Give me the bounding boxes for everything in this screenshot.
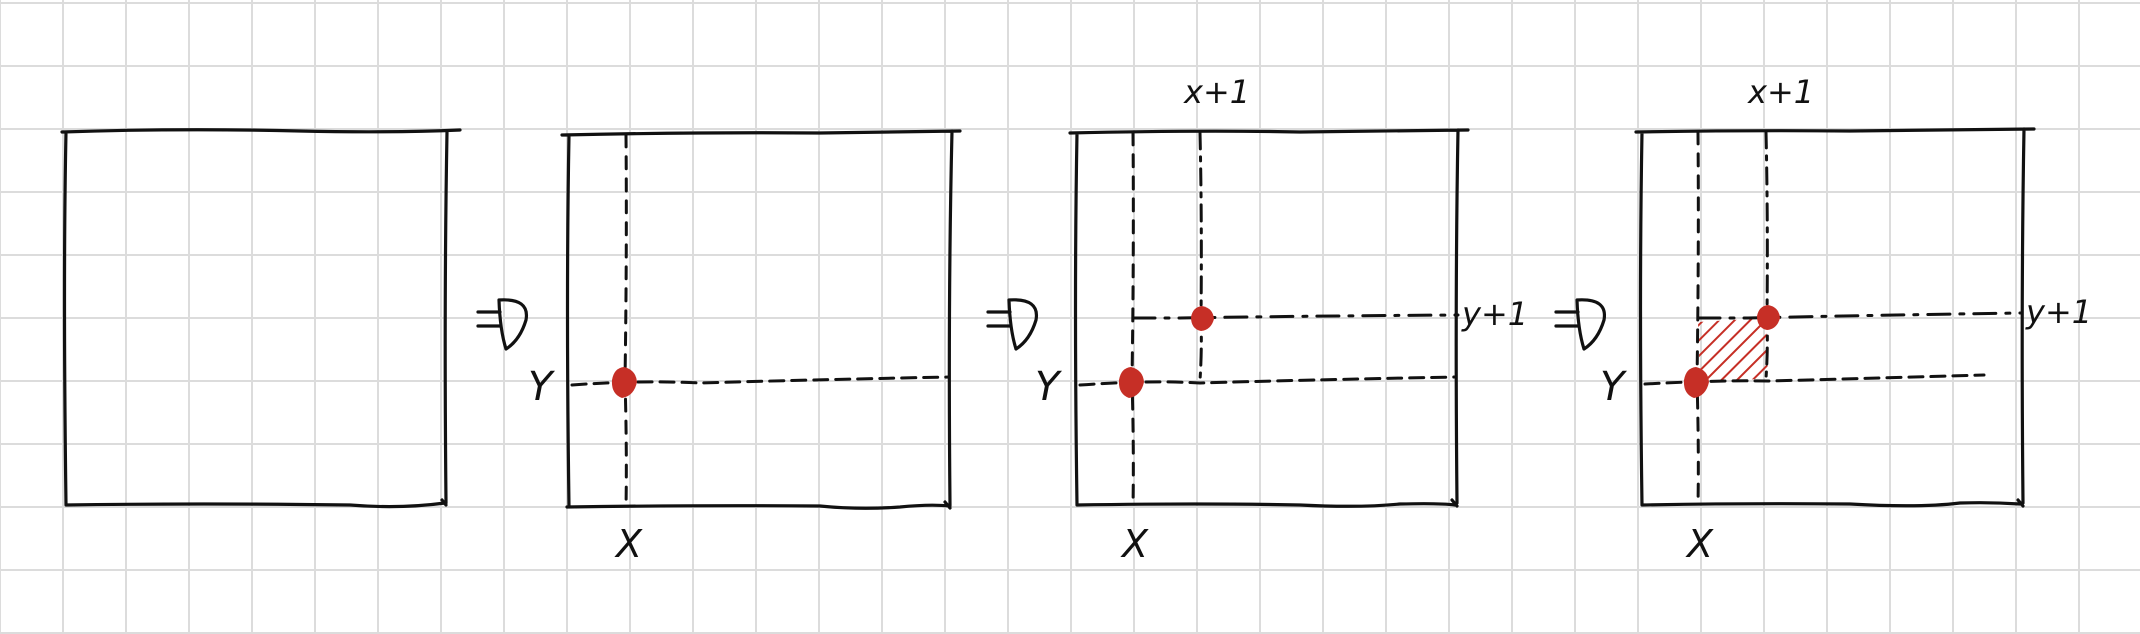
panel-3: X Y x+1 y+1 — [1035, 73, 1528, 566]
x-plus-one-label: x+1 — [1747, 73, 1814, 111]
frame — [1068, 128, 1470, 508]
panel-4: X Y x+1 y+1 — [1600, 73, 2092, 566]
x-plus-one-label: x+1 — [1183, 73, 1250, 111]
arrow-icon — [986, 298, 1039, 351]
y-label: Y — [528, 364, 556, 410]
point-marker — [1118, 367, 1144, 398]
point-marker — [611, 367, 637, 398]
next-point-marker — [1191, 306, 1214, 331]
x-plus-one-guide-line — [1764, 130, 1769, 380]
x-label: X — [1685, 522, 1714, 566]
x-plus-one-guide-line — [1198, 131, 1203, 382]
x-label: X — [614, 522, 643, 566]
y-plus-one-label: y+1 — [1461, 295, 1528, 333]
frame — [560, 129, 962, 510]
y-plus-one-label: y+1 — [2025, 293, 2092, 331]
panel-1 — [60, 128, 462, 509]
x-label: X — [1120, 522, 1149, 566]
next-point-marker — [1757, 305, 1780, 330]
y-label: Y — [1035, 364, 1063, 410]
x-guide-line — [1130, 131, 1135, 507]
y-label: Y — [1600, 364, 1628, 410]
hatched-area — [1698, 318, 1768, 384]
arrow-icon — [476, 298, 529, 351]
panel-2: X Y — [528, 129, 962, 566]
arrow-icon — [1554, 298, 1607, 351]
point-marker — [1683, 367, 1709, 398]
frame — [60, 128, 462, 509]
y-plus-one-guide-line — [1696, 311, 2024, 320]
x-guide-line — [1695, 130, 1700, 507]
frame — [1634, 127, 2036, 508]
x-guide-line — [623, 133, 628, 509]
